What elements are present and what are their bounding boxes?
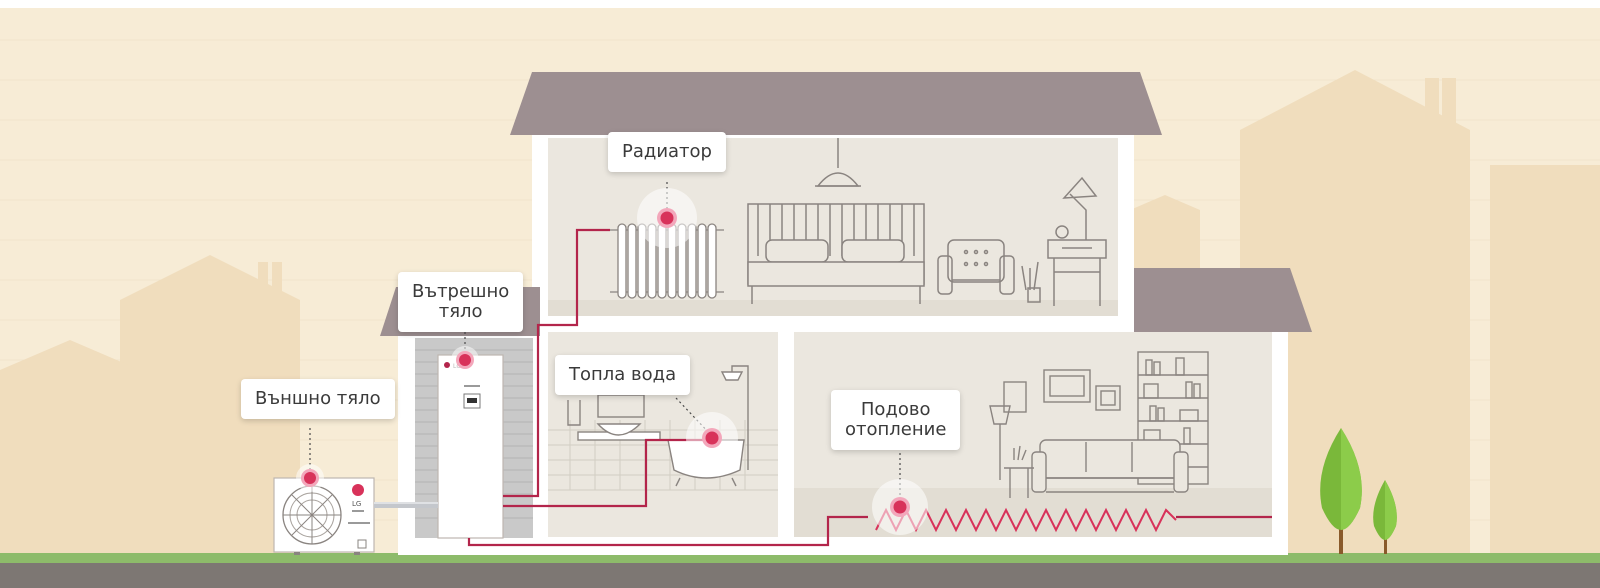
outdoor-unit-logo-text: LG (352, 500, 361, 508)
label-radiator[interactable]: Радиатор (608, 132, 726, 172)
right-roof (1134, 268, 1312, 332)
sofa (1031, 439, 1189, 493)
label-indoor-unit-line1: Вътрешно (412, 281, 510, 302)
towel (567, 400, 581, 426)
hotspot-hot-water[interactable] (686, 412, 738, 464)
hotspot-radiator[interactable] (637, 188, 697, 248)
hotspot-indoor-unit[interactable] (451, 346, 479, 374)
tree-small (1373, 480, 1397, 554)
picture-frame-2 (1043, 369, 1091, 403)
ground (0, 563, 1600, 588)
hotspot-floor-heating[interactable] (872, 479, 928, 535)
label-outdoor-unit[interactable]: Външно тяло (241, 379, 395, 419)
heating-pipes (467, 228, 1272, 547)
indoor-unit: LG (437, 354, 504, 539)
mirror (597, 394, 645, 418)
refrigerant-pipe (374, 502, 438, 508)
picture-frame-1 (1003, 381, 1027, 413)
sink (577, 423, 661, 441)
plant (1021, 261, 1041, 303)
shower-head (720, 365, 749, 470)
picture-frame-3 (1095, 385, 1121, 411)
label-indoor-unit[interactable]: Вътрешно тяло (398, 272, 524, 332)
outdoor-unit: LG (273, 477, 375, 555)
label-outdoor-unit-text: Външно тяло (255, 388, 381, 409)
grass-strip (0, 553, 1600, 563)
label-hot-water-text: Топла вода (569, 364, 677, 385)
label-indoor-unit-line2: тяло (438, 301, 483, 322)
label-floor-heating[interactable]: Подово отопление (831, 390, 961, 450)
label-floor-heating-line2: отопление (845, 419, 947, 440)
label-floor-heating-line1: Подово (860, 399, 931, 420)
hotspot-outdoor-unit[interactable] (296, 464, 324, 492)
nightstand (1047, 176, 1107, 306)
main-roof (510, 72, 1162, 135)
label-hot-water[interactable]: Топла вода (555, 355, 691, 395)
ceiling-lamp (815, 138, 861, 187)
bed (747, 203, 925, 304)
side-table (1004, 445, 1034, 498)
tree-large (1320, 428, 1362, 554)
floor-lamp (989, 405, 1011, 480)
armchair (937, 239, 1015, 295)
label-radiator-text: Радиатор (622, 141, 712, 162)
